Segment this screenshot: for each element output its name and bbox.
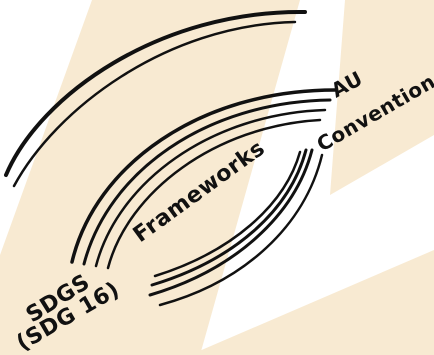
upper-arc-4 [106, 118, 322, 270]
upper-arc-2 [82, 98, 332, 266]
upper-arc-3 [94, 108, 327, 268]
lower-arc-2 [150, 148, 308, 287]
lower-arc-3 [153, 150, 302, 278]
top-arc-1 [4, 9, 307, 177]
top-arcs [4, 9, 307, 188]
background-band-lower [190, 250, 434, 355]
background-band-right [330, 0, 434, 195]
lower-arc-4 [158, 153, 324, 307]
upper-arc-1 [70, 88, 337, 264]
lower-arc-bundle [148, 148, 324, 307]
lower-arc-1 [148, 148, 314, 297]
top-arc-2 [12, 20, 297, 188]
upper-arc-bundle [70, 88, 337, 270]
